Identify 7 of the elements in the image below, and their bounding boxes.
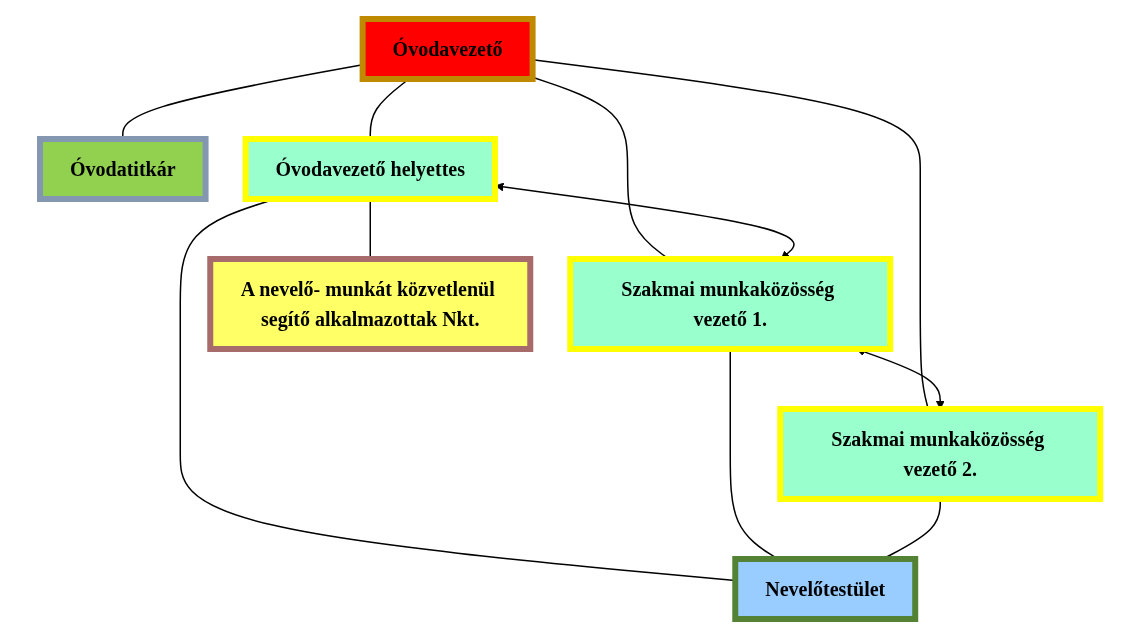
node-box: Óvodavezető helyettes bbox=[242, 136, 498, 202]
node-box: Óvodavezető bbox=[359, 16, 536, 82]
node-box: Szakmai munkaközösség vezető 2. bbox=[777, 406, 1104, 502]
node-box: Óvodatitkár bbox=[36, 136, 209, 202]
node-box: Szakmai munkaközösség vezető 1. bbox=[567, 256, 894, 352]
node-box: A nevelő- munkát közvetlenül segítő alkalmazottak Nkt. bbox=[207, 256, 534, 352]
node-box: Nevelőtestület bbox=[732, 556, 919, 622]
